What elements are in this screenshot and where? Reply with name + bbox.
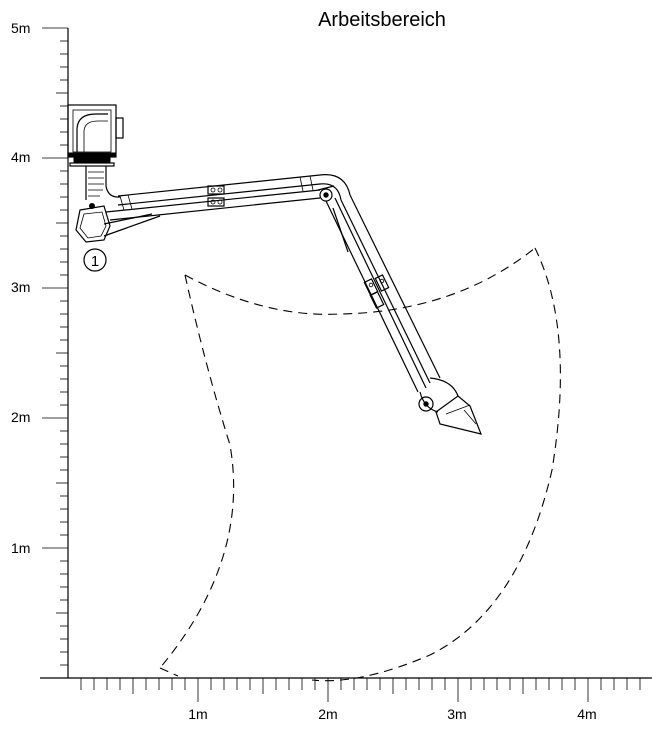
x-tick-label-1m: 1m	[188, 706, 207, 722]
axes: 1m 2m 3m 4m 1m 2m 3m 4m 5m	[11, 20, 652, 722]
upper-arm	[105, 174, 321, 221]
y-tick-label-4m: 4m	[11, 149, 30, 165]
callout-marker: 1	[83, 248, 107, 272]
y-tick-label-1m: 1m	[11, 540, 30, 556]
x-tick-label-4m: 4m	[577, 706, 596, 722]
working-area-outline	[159, 247, 561, 682]
y-tick-label-3m: 3m	[11, 279, 30, 295]
x-tick-label-3m: 3m	[447, 706, 466, 722]
x-axis-ticks	[80, 678, 641, 702]
y-tick-label-2m: 2m	[11, 409, 30, 425]
x-tick-label-2m: 2m	[318, 706, 337, 722]
y-axis-ticks	[42, 27, 68, 666]
y-tick-label-5m: 5m	[11, 20, 30, 36]
forearm	[325, 194, 441, 393]
pivot-joint	[75, 203, 161, 243]
hose-section	[85, 166, 121, 200]
elbow-joint	[317, 174, 351, 202]
diagram-title: Arbeitsbereich	[318, 9, 446, 31]
wall-bracket	[67, 104, 124, 167]
suction-hood	[418, 377, 482, 435]
callout-number: 1	[91, 253, 99, 270]
